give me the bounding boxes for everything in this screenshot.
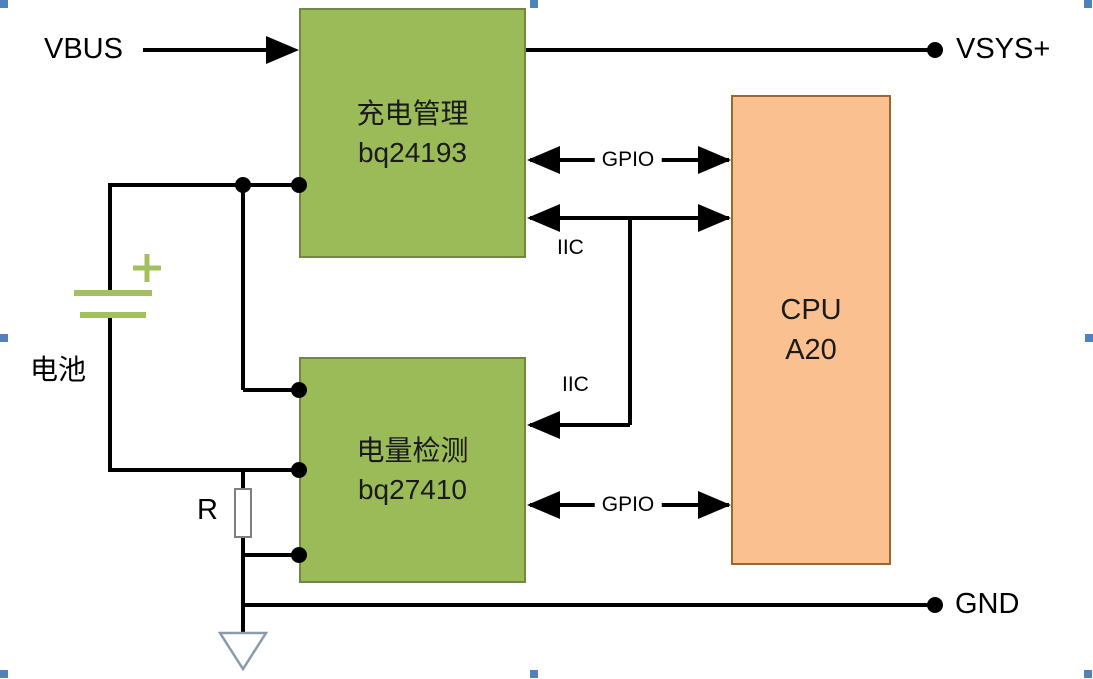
iic-top-right-arrow	[698, 204, 731, 232]
gauge-part-number: bq27410	[357, 474, 467, 505]
vbus-arrow	[266, 36, 299, 64]
iic-top-left-arrow	[527, 204, 560, 232]
gpio-top-left-arrow	[527, 146, 560, 174]
resistor-body	[234, 488, 252, 538]
resistor-label: R	[197, 494, 218, 526]
selection-handle-bottom-left[interactable]	[0, 670, 8, 678]
charge-management-block: 充电管理 bq24193	[299, 8, 526, 258]
cpu-title: CPU	[780, 294, 842, 326]
gpio-bottom-right-arrow	[698, 491, 731, 519]
selection-handle-top-right[interactable]	[1084, 0, 1092, 8]
vbus-label: VBUS	[44, 33, 123, 65]
cpu-block: CPU A20	[731, 95, 891, 565]
selection-handle-top-middle[interactable]	[530, 0, 538, 8]
battery-symbol	[74, 254, 161, 318]
iic-branch-label: IIC	[562, 373, 589, 396]
iic-top-label: IIC	[557, 236, 584, 259]
gpio-bottom-label: GPIO	[594, 492, 662, 518]
iic-branch-arrow	[527, 411, 560, 439]
gnd-label: GND	[955, 588, 1020, 620]
ground-symbol	[217, 631, 269, 672]
selection-handle-middle-right[interactable]	[1085, 334, 1093, 342]
gauge-title: 电量检测	[356, 435, 469, 466]
selection-handle-bottom-middle[interactable]	[530, 670, 538, 678]
gpio-top-label: GPIO	[594, 147, 662, 173]
battery-label: 电池	[30, 354, 87, 385]
selection-handle-middle-left[interactable]	[0, 334, 8, 342]
selection-handle-bottom-right[interactable]	[1084, 670, 1092, 678]
selection-handle-top-left[interactable]	[0, 0, 8, 8]
cpu-model: A20	[785, 334, 837, 366]
charger-part-number: bq24193	[357, 137, 467, 168]
vsys-plus-label: VSYS+	[956, 33, 1051, 65]
vsys-terminal-dot	[927, 42, 943, 58]
junction-dot	[235, 177, 251, 193]
charger-title: 充电管理	[356, 98, 469, 129]
gpio-top-right-arrow	[698, 146, 731, 174]
gnd-terminal-dot	[927, 597, 943, 613]
fuel-gauge-block: 电量检测 bq27410	[299, 357, 526, 583]
gpio-bottom-left-arrow	[527, 491, 560, 519]
